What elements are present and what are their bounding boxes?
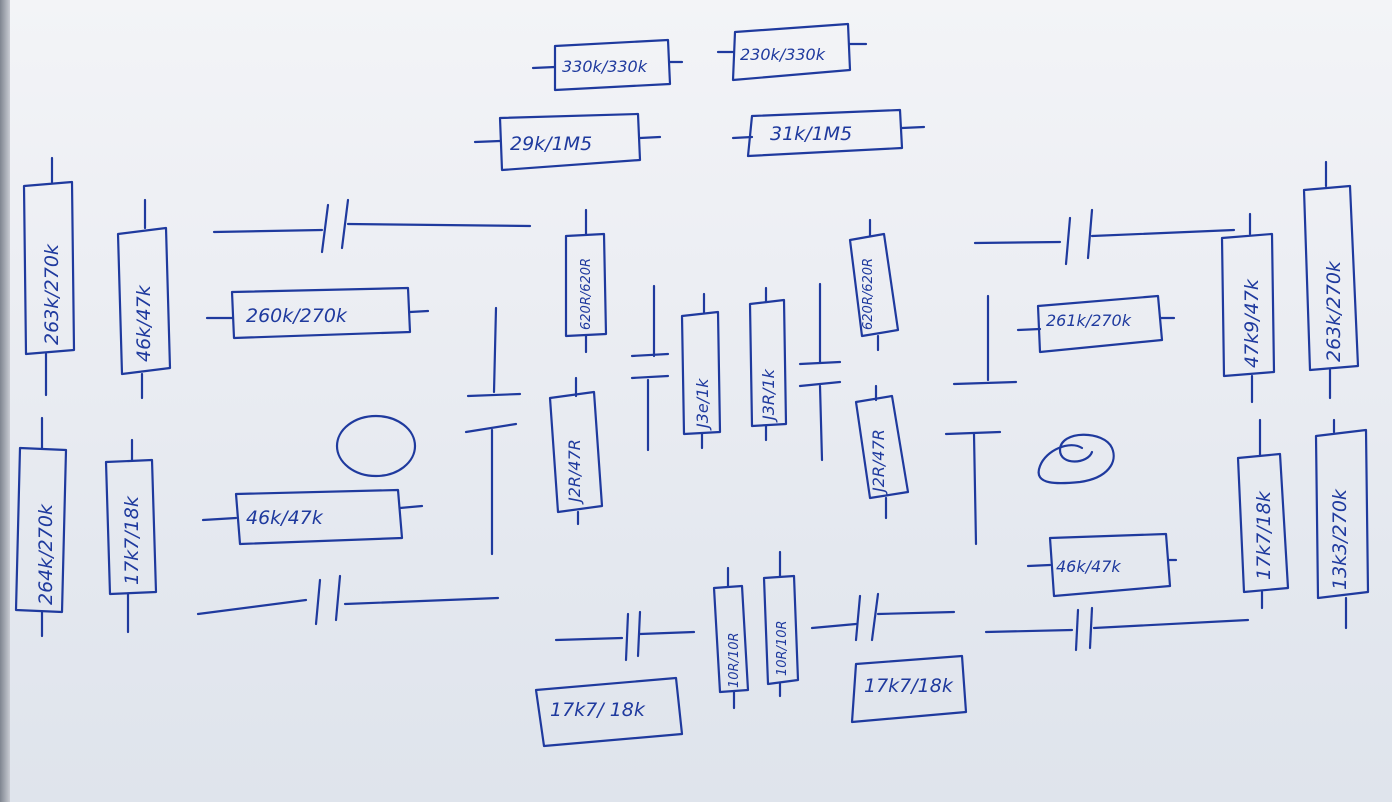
- resistor-j2r-47r-right: J2R/47R: [854, 384, 910, 520]
- resistor-j3e-1k: J3e/1k: [680, 292, 722, 450]
- resistor-label: 620R/620R: [579, 258, 594, 330]
- circle-mark-left: [335, 414, 417, 478]
- resistor-330k-330k: 330k/330k: [531, 38, 684, 92]
- resistor-label: 31k/1M5: [770, 123, 852, 145]
- resistor-label: J3e/1k: [693, 378, 712, 431]
- resistor-label: 10R/10R: [775, 620, 790, 676]
- resistor-46k-47k-left: 46k/47k: [116, 198, 172, 400]
- capacitor-mid-left: [630, 284, 670, 452]
- resistor-label: 17k7/18k: [864, 675, 954, 697]
- resistor-263k-270k-right: 263k/270k: [1302, 160, 1360, 400]
- capacitor-right-top: [973, 208, 1236, 266]
- resistor-17k7-18k-right: 17k7/18k: [1236, 418, 1290, 610]
- resistor-13k3-270k-right: 13k3/270k: [1314, 418, 1370, 630]
- resistor-label: 29k/1M5: [510, 133, 592, 155]
- capacitor-left-top: [212, 198, 532, 254]
- resistor-29k-1m5: 29k/1M5: [473, 112, 662, 172]
- resistor-label: 264k/270k: [35, 503, 57, 605]
- resistor-label: 263k/270k: [1323, 260, 1345, 362]
- capacitor-right-vertical: [944, 294, 1018, 546]
- resistor-label: 620R/620R: [861, 258, 876, 330]
- resistor-label: 13k3/270k: [1329, 488, 1351, 590]
- resistor-263k-270k-left: 263k/270k: [22, 156, 76, 397]
- capacitor-bottom-mid: [810, 592, 956, 642]
- resistor-17k7-18k-left: 17k7/18k: [104, 438, 158, 634]
- resistor-260k-270k: 260k/270k: [205, 286, 430, 340]
- resistor-17k7-18k-bottom-left: 17k7/ 18k: [534, 676, 684, 748]
- resistor-label: 46k/47k: [1056, 557, 1121, 576]
- resistor-j2r-47r-left: J2R/47R: [548, 376, 604, 526]
- capacitor-left-vertical: [464, 306, 522, 556]
- resistor-label: 261k/270k: [1046, 311, 1132, 330]
- resistor-j3r-1k: J3R/1k: [748, 286, 788, 442]
- resistor-label: 17k7/ 18k: [550, 699, 646, 721]
- capacitor-bottom-left: [554, 610, 696, 662]
- resistor-label: 330k/330k: [562, 57, 648, 76]
- capacitor-left-bottom: [196, 574, 500, 626]
- resistor-label: 260k/270k: [246, 305, 348, 327]
- capacitor-right-bottom: [984, 606, 1250, 652]
- resistor-46k-47k-left-h: 46k/47k: [201, 488, 424, 546]
- resistor-label: 230k/330k: [740, 45, 826, 64]
- spiral-mark-right: [1037, 433, 1115, 485]
- resistor-label: 47k9/47k: [1241, 278, 1263, 368]
- resistor-label: 17k7/18k: [121, 495, 143, 585]
- resistor-10r-left: 10R/10R: [712, 566, 750, 710]
- resistor-10r-right: 10R/10R: [762, 550, 800, 698]
- resistor-620r-right: 620R/620R: [848, 218, 900, 352]
- resistor-label: 17k7/18k: [1253, 490, 1275, 580]
- resistor-label: 10R/10R: [727, 632, 742, 688]
- resistor-230k-330k: 230k/330k: [716, 22, 868, 82]
- resistor-label: 46k/47k: [133, 284, 155, 362]
- resistor-17k7-18k-bottom-right: 17k7/18k: [850, 654, 968, 724]
- resistor-261k-270k: 261k/270k: [1016, 294, 1176, 354]
- resistor-label: J3R/1k: [759, 368, 778, 423]
- resistor-31k-1m5: 31k/1M5: [731, 108, 926, 158]
- resistor-264k-270k-left: 264k/270k: [14, 416, 68, 638]
- resistor-label: J2R/47R: [565, 439, 584, 505]
- resistor-label: 263k/270k: [41, 243, 63, 345]
- resistor-620r-left: 620R/620R: [564, 208, 608, 354]
- resistor-46k-47k-right-h: 46k/47k: [1026, 532, 1178, 598]
- resistor-47k9-47k: 47k9/47k: [1220, 212, 1276, 404]
- resistor-label: J2R/47R: [869, 429, 888, 495]
- resistor-label: 46k/47k: [246, 507, 324, 529]
- capacitor-mid-right: [798, 282, 842, 462]
